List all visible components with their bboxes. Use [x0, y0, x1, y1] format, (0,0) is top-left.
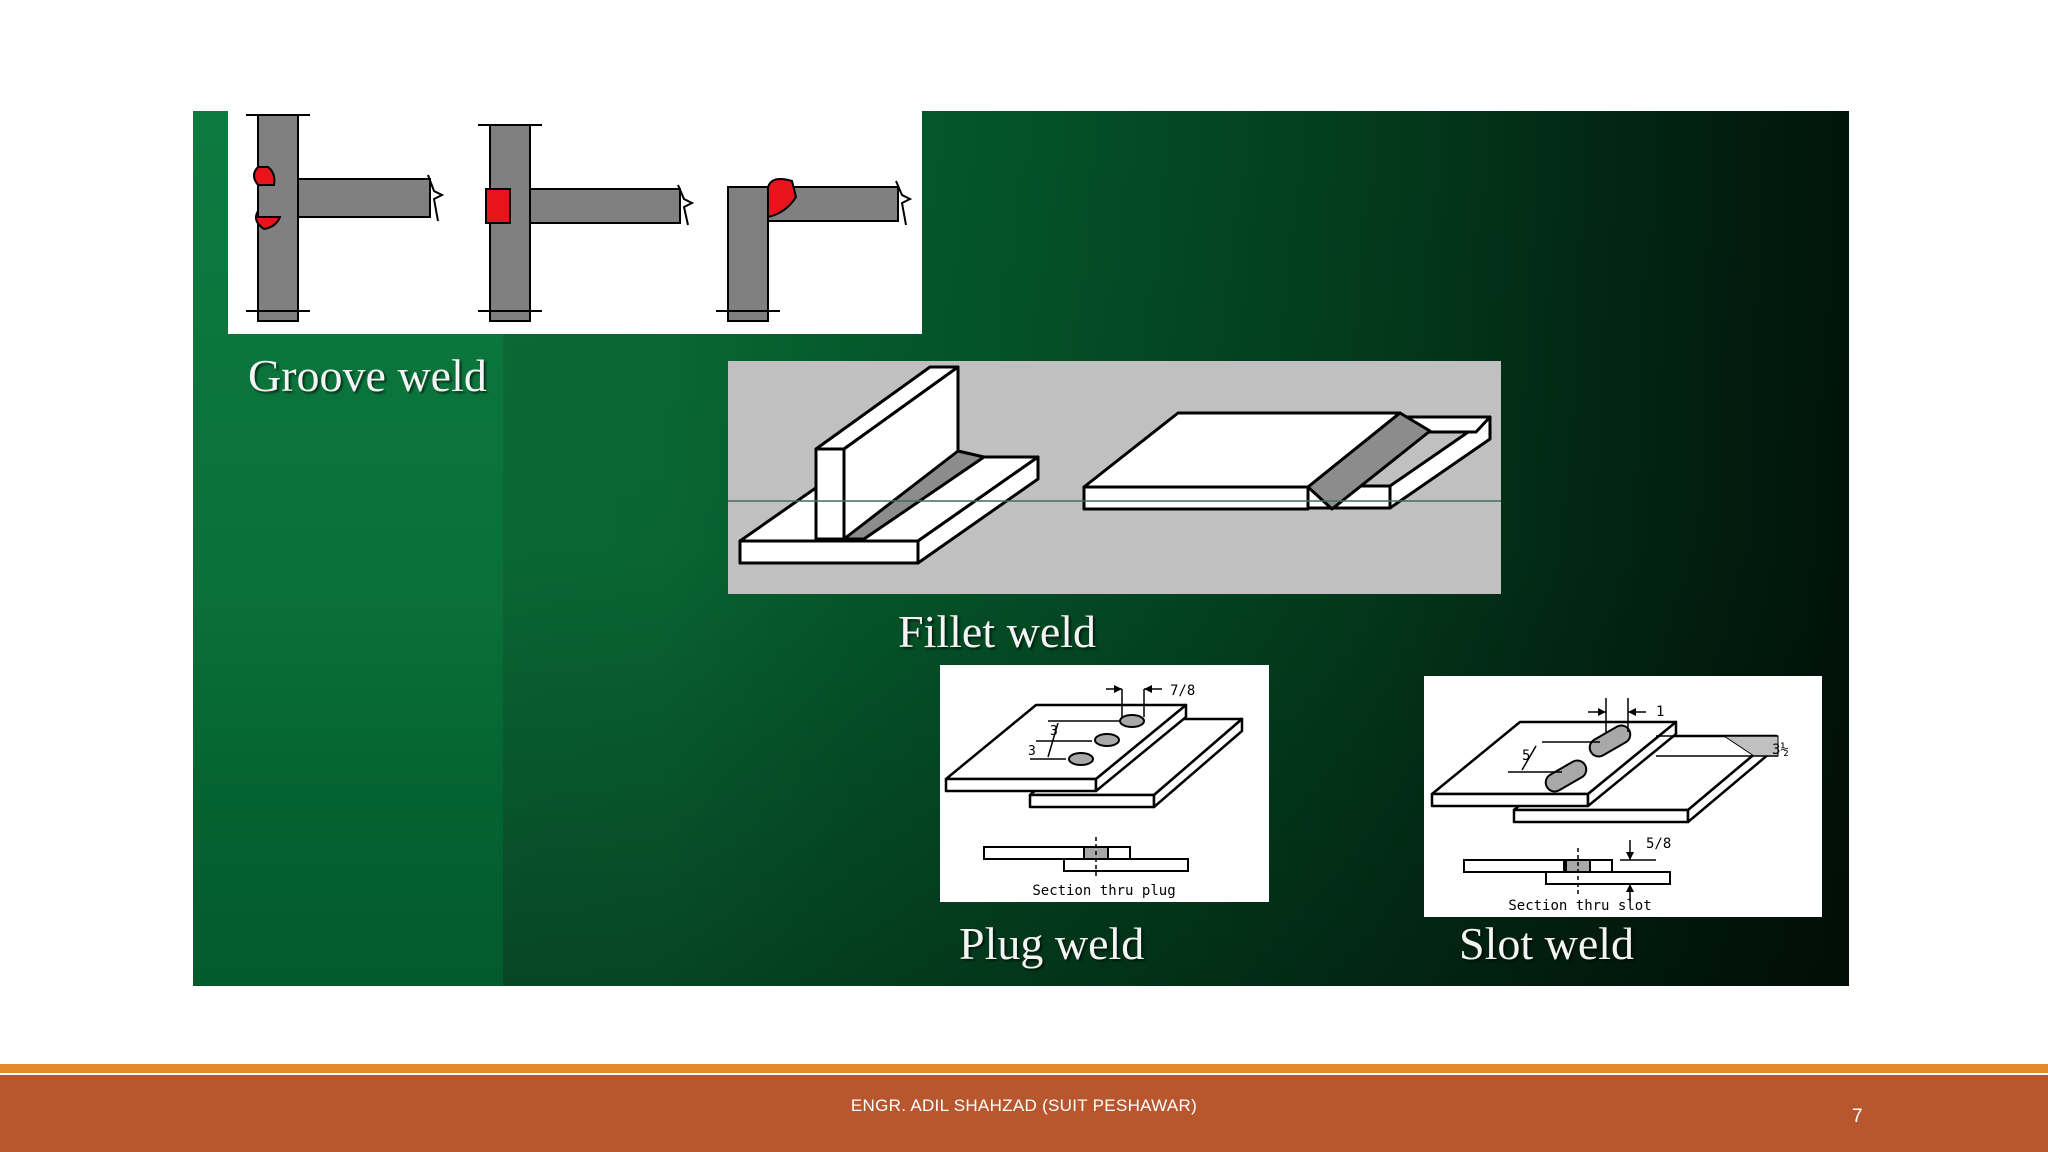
slot-dim-top: 1	[1656, 704, 1664, 720]
slide-image: Groove weld	[193, 111, 1849, 986]
groove-weld-diagram	[228, 111, 922, 334]
fillet-weld-diagram	[728, 361, 1501, 594]
footer-bar	[0, 1075, 2048, 1152]
footer-accent-stripe	[0, 1064, 2048, 1073]
slot-dim-side: 3½	[1772, 742, 1789, 758]
slot-dim-length: 5	[1522, 748, 1530, 764]
plug-dim-spacing-1: 3	[1050, 724, 1058, 739]
plug-dim-top: 7/8	[1170, 683, 1195, 699]
groove-weld-caption: Groove weld	[248, 350, 487, 401]
plug-dim-spacing-2: 3	[1028, 744, 1036, 759]
page-number: 7	[1852, 1106, 1863, 1127]
plug-weld-caption: Plug weld	[959, 918, 1145, 969]
plug-section-label: Section thru plug	[1032, 883, 1175, 899]
plug-weld-diagram: 7/8 3 3 Section thru plug	[940, 665, 1269, 902]
fillet-weld-caption: Fillet weld	[898, 606, 1097, 657]
slot-weld-diagram: 1 5 3½ 5/8 Section thru slot	[1424, 676, 1822, 917]
slot-section-label: Section thru slot	[1508, 898, 1651, 914]
slot-dim-depth: 5/8	[1646, 836, 1671, 852]
slot-weld-caption: Slot weld	[1459, 918, 1635, 969]
footer-author: ENGR. ADIL SHAHZAD (SUIT PESHAWAR)	[850, 1096, 1198, 1115]
